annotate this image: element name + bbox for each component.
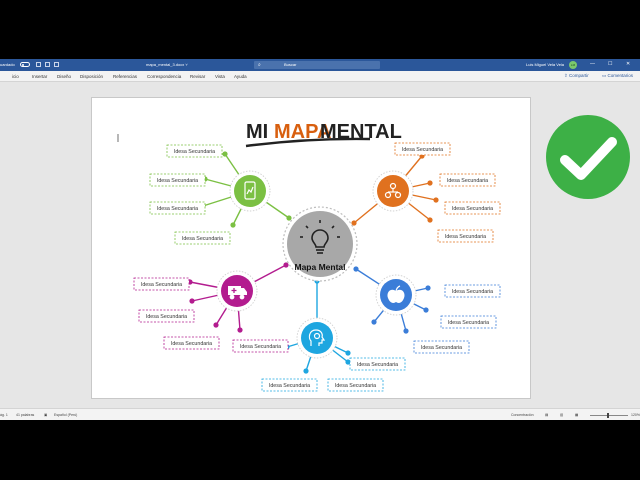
secondary-idea-box: Idesa Secundaria — [349, 357, 406, 371]
focus-button[interactable]: Concentración — [511, 413, 534, 417]
tab-insertar[interactable]: Insertar — [32, 74, 48, 79]
title-bar: uardado mapa_mental_3.docx ˅ ⌕ Buscar Lu… — [0, 59, 640, 71]
language[interactable]: Español (Perú) — [54, 413, 78, 417]
secondary-idea-label: Idesa Secundaria — [402, 147, 443, 153]
secondary-idea-box: Idesa Secundaria — [394, 142, 451, 156]
tab-vista[interactable]: Vista — [215, 74, 225, 79]
secondary-idea-label: Idesa Secundaria — [335, 383, 376, 389]
center-label: Mapa Mental — [294, 262, 345, 272]
phone-chart-icon — [244, 181, 256, 200]
close-button[interactable]: ✕ — [626, 61, 631, 67]
head-brain-icon — [308, 329, 326, 346]
page-count[interactable]: ág. 1 — [0, 413, 8, 417]
autosave-label: uardado — [0, 62, 15, 67]
secondary-idea-label: Idesa Secundaria — [421, 345, 462, 351]
secondary-idea-box: Idesa Secundaria — [133, 277, 190, 291]
ribbon-tabs: icio Insertar Diseño Disposición Referen… — [0, 71, 640, 82]
search-box[interactable]: ⌕ Buscar — [254, 61, 380, 69]
secondary-idea-box: Idesa Secundaria — [437, 229, 494, 243]
secondary-idea-label: Idesa Secundaria — [452, 206, 493, 212]
zoom-slider[interactable] — [590, 415, 628, 416]
minimize-button[interactable]: — — [590, 61, 595, 67]
secondary-idea-box: Idesa Secundaria — [149, 173, 206, 187]
secondary-idea-box: Idesa Secundaria — [413, 340, 470, 354]
branch-node-orange — [372, 170, 414, 212]
secondary-idea-label: Idesa Secundaria — [269, 383, 310, 389]
secondary-idea-box: Idesa Secundaria — [444, 201, 501, 215]
checkmark-icon — [560, 137, 617, 180]
search-placeholder: Buscar — [284, 62, 297, 67]
secondary-idea-box: Idesa Secundaria — [440, 315, 497, 329]
branch-node-cyan — [296, 317, 338, 359]
comments-button[interactable]: ▭ Comentarios — [602, 73, 634, 78]
title-mapa: MAPA — [274, 121, 331, 143]
search-icon: ⌕ — [258, 62, 261, 68]
secondary-idea-box: Idesa Secundaria — [163, 336, 220, 350]
center-node: Mapa Mental — [282, 206, 358, 282]
title-mi: MI — [246, 121, 268, 143]
secondary-idea-box: Idesa Secundaria — [138, 309, 195, 323]
document-title[interactable]: mapa_mental_3.docx ˅ — [146, 62, 188, 67]
print-layout-icon[interactable]: ▥ — [560, 413, 564, 417]
secondary-idea-label: Idesa Secundaria — [174, 149, 215, 155]
secondary-idea-label: Idesa Secundaria — [452, 289, 493, 295]
secondary-idea-label: Idesa Secundaria — [157, 178, 198, 184]
tab-inicio[interactable]: icio — [12, 74, 19, 79]
title-mental: MENTAL — [320, 121, 402, 143]
secondary-idea-label: Idesa Secundaria — [448, 320, 489, 326]
share-button[interactable]: ⇪ Compartir — [564, 73, 589, 78]
tab-correspondencia[interactable]: Correspondencia — [147, 74, 182, 79]
ambulance-icon — [228, 286, 247, 300]
branch-node-green — [229, 170, 271, 212]
secondary-idea-label: Idesa Secundaria — [357, 362, 398, 368]
branch-node-magenta — [216, 270, 258, 312]
secondary-idea-box: Idesa Secundaria — [261, 378, 318, 392]
word-window: uardado mapa_mental_3.docx ˅ ⌕ Buscar Lu… — [0, 59, 640, 420]
maximize-button[interactable]: ☐ — [608, 61, 613, 67]
secondary-idea-label: Idesa Secundaria — [240, 344, 281, 350]
undo-icon[interactable] — [45, 62, 50, 67]
tab-referencias[interactable]: Referencias — [113, 74, 138, 79]
proofing-icon[interactable]: ▣ — [44, 413, 48, 417]
lightbulb-icon — [300, 220, 340, 254]
tab-revisar[interactable]: Revisar — [190, 74, 206, 79]
web-layout-icon[interactable]: ▦ — [575, 413, 579, 417]
tab-ayuda[interactable]: Ayuda — [234, 74, 247, 79]
title-underline — [245, 137, 371, 148]
secondary-idea-box: Idesa Secundaria — [174, 231, 231, 245]
secondary-idea-label: Idesa Secundaria — [146, 314, 187, 320]
apple-icon — [387, 285, 405, 303]
read-mode-icon[interactable]: ▤ — [545, 413, 549, 417]
secondary-idea-label: Idesa Secundaria — [171, 341, 212, 347]
zoom-level[interactable]: 120% — [631, 413, 640, 417]
redo-icon[interactable] — [54, 62, 59, 67]
avatar[interactable]: LM — [569, 61, 577, 69]
secondary-idea-box: Idesa Secundaria — [166, 144, 223, 158]
save-icon[interactable] — [36, 62, 41, 67]
secondary-idea-box: Idesa Secundaria — [149, 201, 206, 215]
user-name[interactable]: Luis Miguel Vela Vela — [526, 62, 565, 67]
secondary-idea-label: Idesa Secundaria — [447, 178, 488, 184]
secondary-idea-label: Idesa Secundaria — [445, 234, 486, 240]
tab-disposicion[interactable]: Disposición — [80, 74, 104, 79]
secondary-idea-box: Idesa Secundaria — [327, 378, 384, 392]
people-network-icon — [384, 182, 402, 199]
tab-diseno[interactable]: Diseño — [57, 74, 72, 79]
checkmark-badge — [546, 115, 630, 199]
zoom-slider-thumb[interactable] — [607, 413, 609, 418]
secondary-idea-label: Idesa Secundaria — [141, 282, 182, 288]
secondary-idea-box: Idesa Secundaria — [439, 173, 496, 187]
secondary-idea-label: Idesa Secundaria — [157, 206, 198, 212]
secondary-idea-box: Idesa Secundaria — [444, 284, 501, 298]
secondary-idea-label: Idesa Secundaria — [182, 236, 223, 242]
branch-node-blue — [375, 274, 417, 316]
secondary-idea-box: Idesa Secundaria — [232, 339, 289, 353]
word-count[interactable]: 41 palabras — [16, 413, 35, 417]
autosave-toggle[interactable] — [20, 62, 30, 67]
status-bar: ág. 1 41 palabras ▣ Español (Perú) Conce… — [0, 408, 640, 420]
